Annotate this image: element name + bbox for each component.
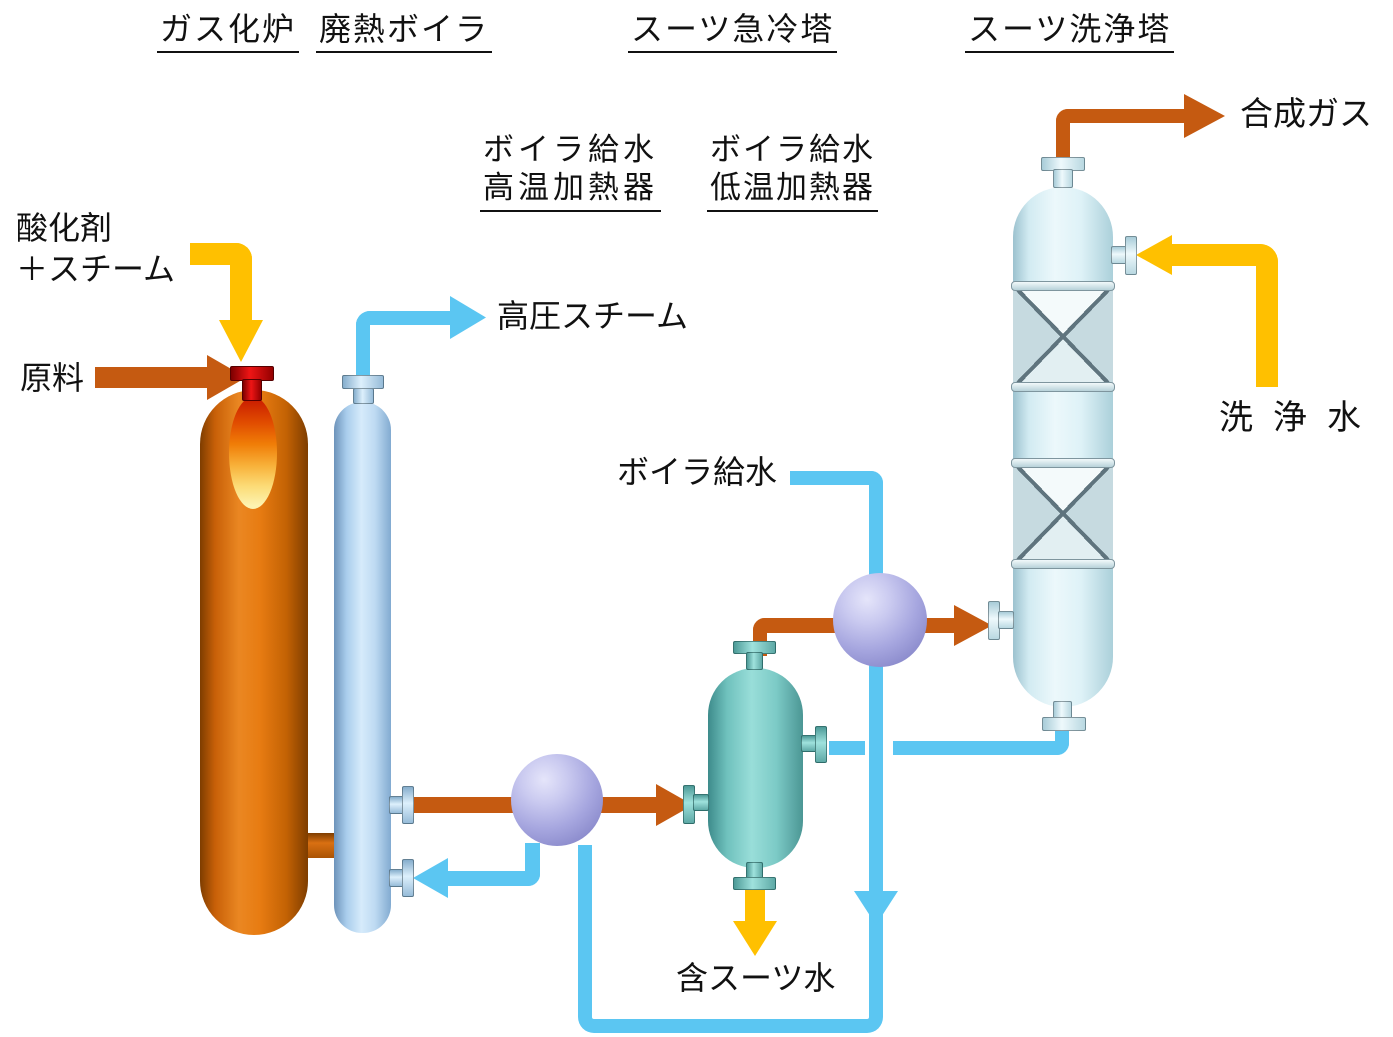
title-waste-heat-boiler: 廃熱ボイラ xyxy=(316,10,493,54)
pipe-washwater-to-quench xyxy=(829,741,865,755)
sooty-water-shaft xyxy=(745,888,765,924)
nozzle-quench-right-flange xyxy=(815,726,827,763)
nozzle-quench-bottom-flange xyxy=(733,877,776,890)
nozzle-boiler-top-neck xyxy=(353,388,374,404)
label-sooty-water: 含スーツ水 xyxy=(676,960,836,996)
vessel-gasifier xyxy=(200,390,308,935)
burner-neck xyxy=(242,379,262,401)
pipe-washwater-elbow xyxy=(1170,244,1278,387)
vessel-soot-wash-tower xyxy=(1011,187,1115,707)
packing-x-pattern xyxy=(1013,285,1113,388)
oxidant-line1: 酸化剤 xyxy=(16,210,113,246)
vessel-soot-quench-tower xyxy=(708,668,803,868)
nozzle-quench-left-neck xyxy=(693,794,709,811)
ht-heater-line1: ボイラ給水 xyxy=(483,132,658,167)
label-syngas: 合成ガス xyxy=(1240,97,1372,133)
vessel-waste-heat-boiler xyxy=(334,402,391,933)
nozzle-wash-left-neck xyxy=(998,611,1014,629)
label-oxidant-steam: 酸化剤 ＋スチーム xyxy=(16,208,175,290)
wash-tower-packing-lower xyxy=(1011,458,1115,569)
pipe-bfw-to-boiler-elbow xyxy=(446,843,540,886)
washwater-into-tower-arrow xyxy=(1136,235,1172,275)
pipe-oxidant-elbow xyxy=(190,243,252,323)
bfw-into-boiler-arrow xyxy=(413,858,448,898)
title-quench-text: スーツ急冷塔 xyxy=(628,10,838,54)
pipe-bfw-bottom-loop xyxy=(578,845,883,1033)
bfw-low-temp-heater-sphere xyxy=(833,573,927,667)
label-hp-steam: 高圧スチーム xyxy=(497,298,689,334)
pipe-syngas-out-elbow xyxy=(1056,109,1187,161)
hp-steam-arrow xyxy=(450,296,486,339)
title-soot-wash-tower: スーツ洗浄塔 xyxy=(965,10,1175,54)
title-gasifier: ガス化炉 xyxy=(157,10,300,54)
lt-heater-line2: 低温加熱器 xyxy=(707,169,878,212)
title-soot-quench-tower: スーツ急冷塔 xyxy=(628,10,838,54)
label-wash-water: 洗浄水 xyxy=(1219,400,1381,437)
wash-tower-packing-upper xyxy=(1011,281,1115,392)
syngas-out-arrow xyxy=(1184,94,1225,138)
nozzle-wash-right-flange xyxy=(1125,236,1137,275)
oxidant-into-burner-arrow xyxy=(219,320,263,362)
packing-x-pattern xyxy=(1013,462,1113,565)
packing-rim xyxy=(1011,281,1115,291)
ht-heater-line2: 高温加熱器 xyxy=(480,169,661,212)
title-boiler-text: 廃熱ボイラ xyxy=(316,10,493,54)
pipe-bfw-label-elbow xyxy=(790,471,883,551)
nozzle-quench-top-neck xyxy=(746,652,763,670)
label-boiler-feedwater: ボイラ給水 xyxy=(617,454,778,490)
nozzle-boiler-top-flange xyxy=(342,375,384,389)
lt-heater-line1: ボイラ給水 xyxy=(710,132,875,167)
label-bfw-low-temp-heater: ボイラ給水 低温加熱器 xyxy=(700,131,885,212)
packing-rim xyxy=(1011,382,1115,392)
nozzle-boiler-bfw-in-flange xyxy=(402,859,414,897)
nozzle-boiler-gas-out-flange xyxy=(402,786,414,824)
pipe-hp-steam-elbow xyxy=(356,311,452,389)
title-gasifier-text: ガス化炉 xyxy=(157,10,300,54)
feed-arrow-shaft xyxy=(95,367,209,388)
label-feedstock: 原料 xyxy=(20,360,85,396)
title-wash-text: スーツ洗浄塔 xyxy=(965,10,1175,54)
oxidant-line2: ＋スチーム xyxy=(16,251,176,287)
label-bfw-high-temp-heater: ボイラ給水 高温加熱器 xyxy=(468,131,673,212)
bfw-high-temp-heater-sphere xyxy=(511,754,603,846)
packing-rim xyxy=(1011,559,1115,569)
nozzle-wash-top-neck xyxy=(1053,169,1073,188)
gas-into-wash-arrow xyxy=(954,605,992,646)
nozzle-wash-bottom-flange xyxy=(1042,717,1086,731)
packing-rim xyxy=(1011,458,1115,468)
gasifier-flame xyxy=(229,397,277,509)
